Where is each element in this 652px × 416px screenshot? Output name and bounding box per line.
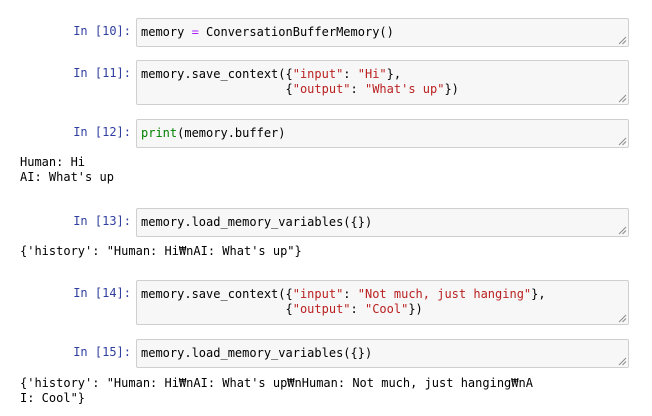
code-token: { <box>141 302 293 316</box>
code-token: memory.save_context({ <box>141 67 293 81</box>
code-token: }, <box>386 67 402 81</box>
code-input-area[interactable]: memory.save_context({"input": "Hi"}, {"o… <box>136 60 629 105</box>
input-prompt: In [11]: <box>73 66 131 80</box>
resize-handle-icon[interactable] <box>618 94 627 103</box>
code-token: : <box>343 67 358 81</box>
resize-handle-icon[interactable] <box>618 226 627 235</box>
code-token: : <box>343 287 358 301</box>
input-prompt: In [10]: <box>73 24 131 38</box>
code-input-area[interactable]: memory.save_context({"input": "Not much,… <box>136 280 629 325</box>
output-line: Human: Hi <box>20 155 86 169</box>
code-token: "Cool" <box>364 302 409 316</box>
code-token: { <box>141 82 293 96</box>
code-token: }, <box>531 287 546 301</box>
code-line: print(memory.buffer) <box>141 126 624 141</box>
code-token: "output" <box>292 82 351 96</box>
code-token: }) <box>444 82 459 96</box>
resize-handle-icon[interactable] <box>618 357 627 366</box>
code-line: memory.load_memory_variables({}) <box>141 346 624 361</box>
code-input-area[interactable]: print(memory.buffer) <box>136 119 629 148</box>
code-token: "Not much, just hanging" <box>357 287 532 301</box>
output-line: {'history': "Human: Hi₩nAI: What's up"} <box>20 244 302 258</box>
code-token: memory.save_context({ <box>141 287 293 301</box>
code-token: memory <box>141 25 192 39</box>
output-line: AI: What's up <box>20 170 114 184</box>
output-line: I: Cool"} <box>20 391 86 405</box>
code-token: "Hi" <box>357 67 387 81</box>
resize-handle-icon[interactable] <box>618 314 627 323</box>
input-prompt: In [13]: <box>73 214 131 228</box>
code-token: }) <box>408 302 423 316</box>
code-token: ConversationBufferMemory() <box>198 25 394 39</box>
code-token: : <box>350 82 365 96</box>
code-token: (memory.buffer) <box>177 126 286 140</box>
output-line: {'history': "Human: Hi₩nAI: What's up₩nH… <box>20 376 533 390</box>
input-prompt: In [12]: <box>73 125 131 139</box>
code-line: memory = ConversationBufferMemory() <box>141 25 624 40</box>
code-line: {"output": "What's up"}) <box>141 82 624 97</box>
cell-output: {'history': "Human: Hi₩nAI: What's up"} <box>20 244 302 259</box>
code-token: memory.load_memory_variables({}) <box>141 215 373 229</box>
code-input-area[interactable]: memory = ConversationBufferMemory() <box>136 18 629 47</box>
code-line: {"output": "Cool"}) <box>141 302 624 317</box>
code-token: : <box>350 302 365 316</box>
cell-output: {'history': "Human: Hi₩nAI: What's up₩nH… <box>20 376 533 406</box>
code-line: memory.save_context({"input": "Hi"}, <box>141 67 624 82</box>
code-line: memory.load_memory_variables({}) <box>141 215 624 230</box>
code-token: "input" <box>292 67 344 81</box>
code-token: "What's up" <box>364 82 445 96</box>
code-token: "output" <box>292 302 351 316</box>
resize-handle-icon[interactable] <box>618 137 627 146</box>
code-input-area[interactable]: memory.load_memory_variables({}) <box>136 339 629 368</box>
code-token: "input" <box>292 287 344 301</box>
code-input-area[interactable]: memory.load_memory_variables({}) <box>136 208 629 237</box>
code-token: = <box>191 25 199 39</box>
code-line: memory.save_context({"input": "Not much,… <box>141 287 624 302</box>
input-prompt: In [14]: <box>73 286 131 300</box>
input-prompt: In [15]: <box>73 345 131 359</box>
code-token: print <box>141 126 178 140</box>
code-token: memory.load_memory_variables({}) <box>141 346 373 360</box>
resize-handle-icon[interactable] <box>618 36 627 45</box>
